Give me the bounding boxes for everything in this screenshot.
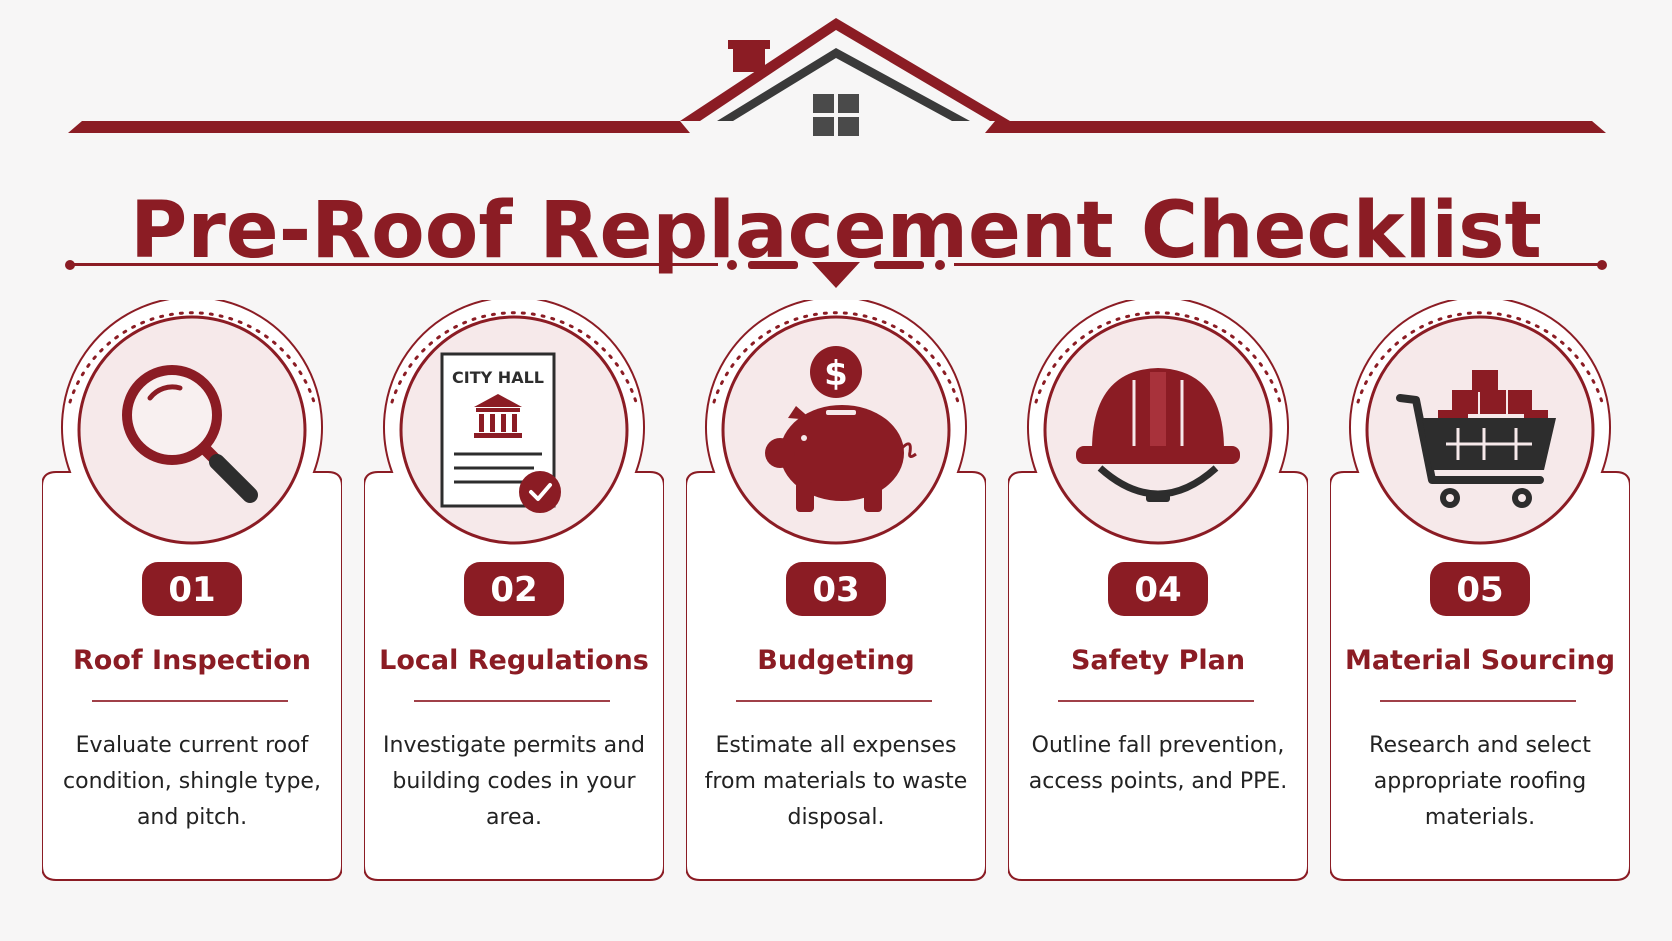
checklist-steps: 01 Roof Inspection Evaluate current roof… (0, 300, 1672, 900)
roof-banner-lines (68, 121, 1606, 133)
step-card-4: 04 Safety Plan Outline fall prevention, … (1008, 300, 1308, 900)
header-roof-graphic (65, 18, 1607, 288)
page-title: Pre-Roof Replacement Checklist (130, 186, 1542, 277)
step-number-badge: 03 (786, 562, 886, 616)
step-card-5: 05 Material Sourcing Research and select… (1330, 300, 1630, 900)
divider (736, 700, 932, 702)
divider (1380, 700, 1576, 702)
step-card-1: 01 Roof Inspection Evaluate current roof… (42, 300, 342, 900)
step-card-3: $ 03 Budgeting Estimate all expenses fro… (686, 300, 986, 900)
divider (1058, 700, 1254, 702)
step-title: Budgeting (757, 645, 915, 676)
title-divider (65, 260, 1607, 288)
step-description: Investigate permits and building codes i… (383, 733, 645, 830)
step-number-badge: 05 (1430, 562, 1530, 616)
step-card-2: CITY HALL 02 Local Regulations Investiga… (364, 300, 664, 900)
piggy-bank-icon: $ (765, 346, 917, 512)
window-icon (813, 94, 859, 136)
dollar-sign: $ (824, 354, 848, 394)
divider (92, 700, 288, 702)
house-roof-icon (680, 18, 1010, 136)
step-title: Safety Plan (1070, 645, 1246, 676)
city-hall-label: CITY HALL (452, 368, 544, 387)
step-number-badge: 01 (142, 562, 242, 616)
step-number-badge: 04 (1108, 562, 1208, 616)
step-description: Estimate all expenses from materials to … (704, 733, 968, 830)
step-number-badge: 02 (464, 562, 564, 616)
step-description: Outline fall prevention, access points, … (1028, 733, 1288, 794)
city-hall-document-icon: CITY HALL (440, 352, 561, 513)
shopping-cart-icon (1396, 370, 1556, 508)
step-title: Roof Inspection (73, 645, 311, 676)
step-title: Material Sourcing (1344, 645, 1616, 676)
divider (414, 700, 610, 702)
step-title: Local Regulations (379, 645, 649, 676)
step-description: Evaluate current roof condition, shingle… (63, 733, 321, 830)
step-description: Research and select appropriate roofing … (1369, 733, 1591, 830)
magnifying-glass-icon (122, 365, 258, 503)
hard-hat-icon (1076, 368, 1240, 502)
